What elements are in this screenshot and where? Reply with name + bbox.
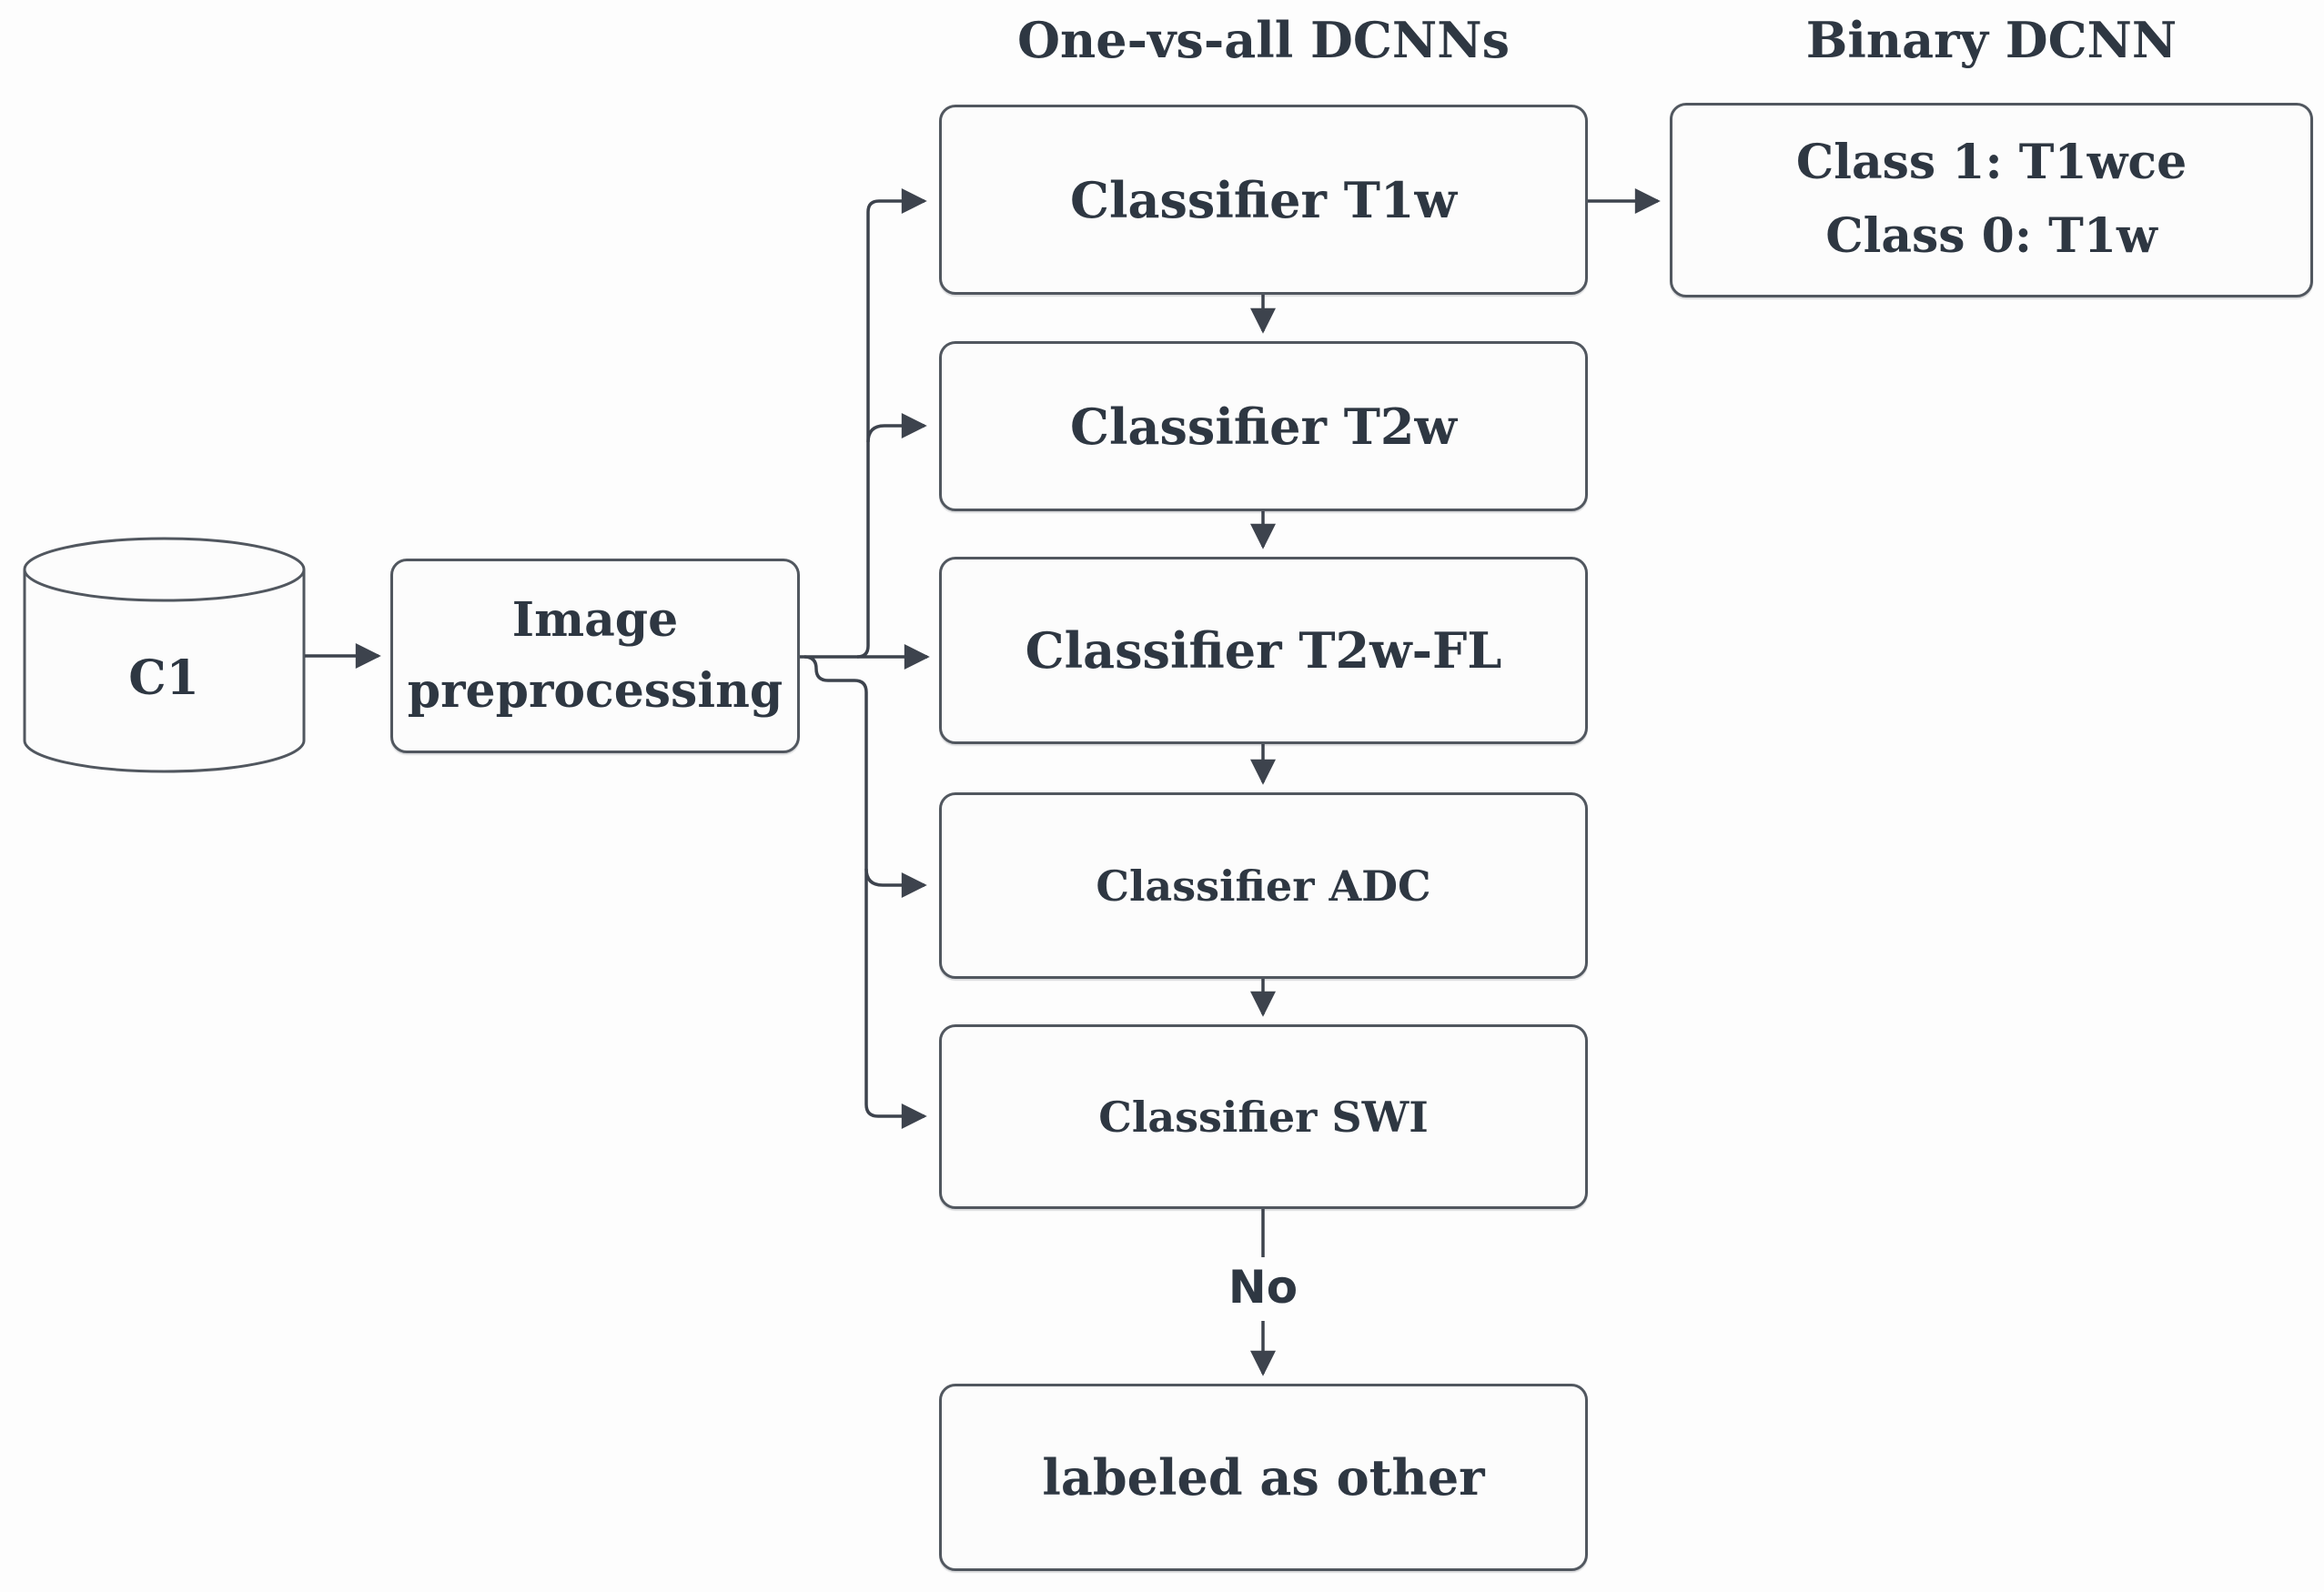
node-classifier-t2w-fl: Classifier T2w-FL: [939, 557, 1588, 744]
preprocessing-label-line1: Image: [511, 592, 679, 648]
header-binary-dcnn: Binary DCNN: [1670, 7, 2313, 73]
node-classifier-t1w: Classifier T1w: [939, 105, 1588, 295]
preprocessing-label-line2: preprocessing: [407, 663, 783, 719]
classifier-t2w-label: Classifier T2w: [1070, 397, 1457, 456]
node-classifier-adc: Classifier ADC: [939, 792, 1588, 979]
node-image-preprocessing: Image preprocessing: [390, 559, 800, 753]
classifier-t1w-label: Classifier T1w: [1070, 170, 1457, 229]
classifier-adc-label: Classifier ADC: [1096, 861, 1431, 911]
classifier-t2w-fl-label: Classifier T2w-FL: [1025, 621, 1502, 680]
database-cylinder-top: [23, 537, 306, 602]
header-one-vs-all-label: One-vs-all DCNNs: [1016, 11, 1510, 69]
binary-output-line2: Class 0: T1w: [1825, 208, 2157, 264]
database-cylinder: [23, 537, 306, 773]
edge-trunk-up-to-t1w: [856, 188, 927, 659]
edge-branch-to-adc: [864, 868, 927, 898]
node-classifier-t2w: Classifier T2w: [939, 341, 1588, 511]
edge-branch-to-t2w: [866, 413, 927, 443]
header-one-vs-all-dcnns: One-vs-all DCNNs: [939, 7, 1588, 73]
labeled-as-other-label: labeled as other: [1042, 1448, 1485, 1506]
edge-label-no: No: [1172, 1260, 1354, 1315]
header-binary-label: Binary DCNN: [1805, 11, 2177, 69]
node-c1-database-label: C1: [24, 637, 304, 719]
binary-output-line1: Class 1: T1wce: [1795, 135, 2188, 191]
classifier-swi-label: Classifier SWI: [1098, 1092, 1429, 1142]
node-binary-dcnn-output: Class 1: T1wce Class 0: T1w: [1670, 103, 2313, 297]
no-label-text: No: [1228, 1261, 1298, 1314]
c1-label: C1: [128, 650, 199, 706]
edge-trunk-down-to-swi: [803, 655, 927, 1129]
node-labeled-as-other: labeled as other: [939, 1384, 1588, 1571]
node-classifier-swi: Classifier SWI: [939, 1024, 1588, 1209]
database-cylinder-body: [23, 569, 306, 773]
